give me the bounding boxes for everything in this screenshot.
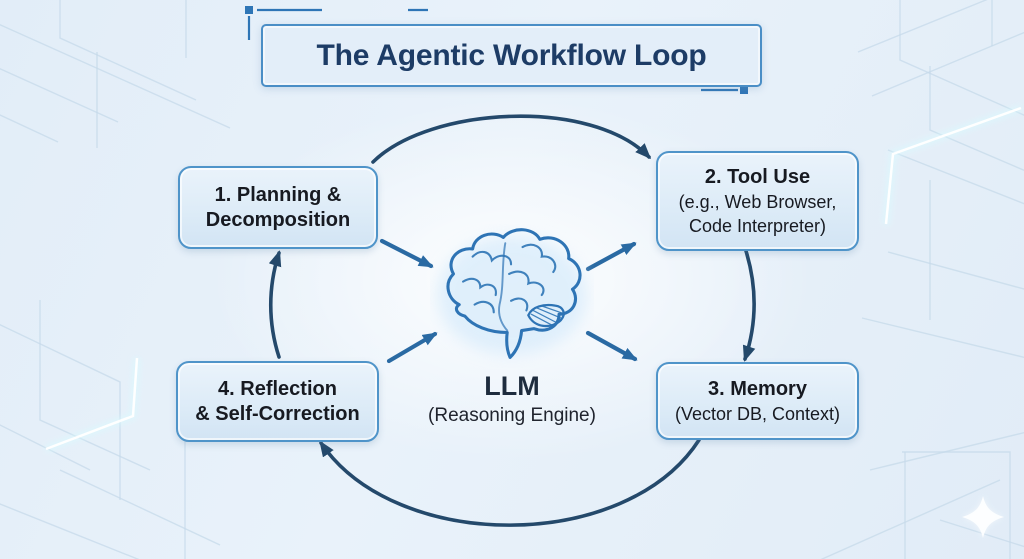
node-reflection-line1: 4. Reflection bbox=[218, 377, 337, 400]
node-tool-use: 2. Tool Use (e.g., Web Browser, Code Int… bbox=[656, 151, 859, 251]
arrow-reflection-to-llm bbox=[386, 331, 438, 364]
arrow-llm-to-tooluse bbox=[585, 241, 637, 272]
node-tool-use-line2: (e.g., Web Browser, bbox=[678, 191, 837, 212]
node-reflection: 4. Reflection & Self-Correction bbox=[176, 361, 379, 442]
node-reflection-line2: & Self-Correction bbox=[195, 402, 360, 425]
node-memory-line1: 3. Memory bbox=[708, 377, 807, 400]
glow-streak-left bbox=[44, 357, 141, 453]
node-tool-use-line3: Code Interpreter) bbox=[688, 215, 827, 236]
arrow-llm-to-memory bbox=[585, 330, 638, 362]
arrow-memory-to-reflection bbox=[319, 438, 701, 527]
node-memory-line2: (Vector DB, Context) bbox=[674, 403, 841, 424]
title-box: The Agentic Workflow Loop bbox=[261, 24, 762, 87]
node-planning-line2: Decomposition bbox=[205, 208, 351, 231]
glow-streak-right bbox=[882, 104, 1023, 225]
sparkle-icon bbox=[962, 496, 1004, 538]
arrow-planning-to-llm bbox=[379, 238, 434, 269]
page-title: The Agentic Workflow Loop bbox=[316, 38, 707, 72]
llm-label: LLM bbox=[484, 371, 540, 401]
node-planning-line1: 1. Planning & bbox=[214, 183, 342, 206]
title-corner-accent-top-left bbox=[245, 6, 428, 40]
center-label: LLM (Reasoning Engine) bbox=[402, 371, 622, 427]
arrow-reflection-to-planning bbox=[268, 250, 282, 359]
arrow-tooluse-to-memory bbox=[742, 249, 756, 362]
node-memory: 3. Memory (Vector DB, Context) bbox=[656, 362, 859, 440]
brain-icon bbox=[437, 228, 587, 359]
arrow-planning-to-tooluse bbox=[371, 114, 652, 164]
node-tool-use-line1: 2. Tool Use bbox=[704, 165, 811, 188]
node-planning: 1. Planning & Decomposition bbox=[178, 166, 378, 249]
llm-sublabel: (Reasoning Engine) bbox=[428, 405, 596, 426]
